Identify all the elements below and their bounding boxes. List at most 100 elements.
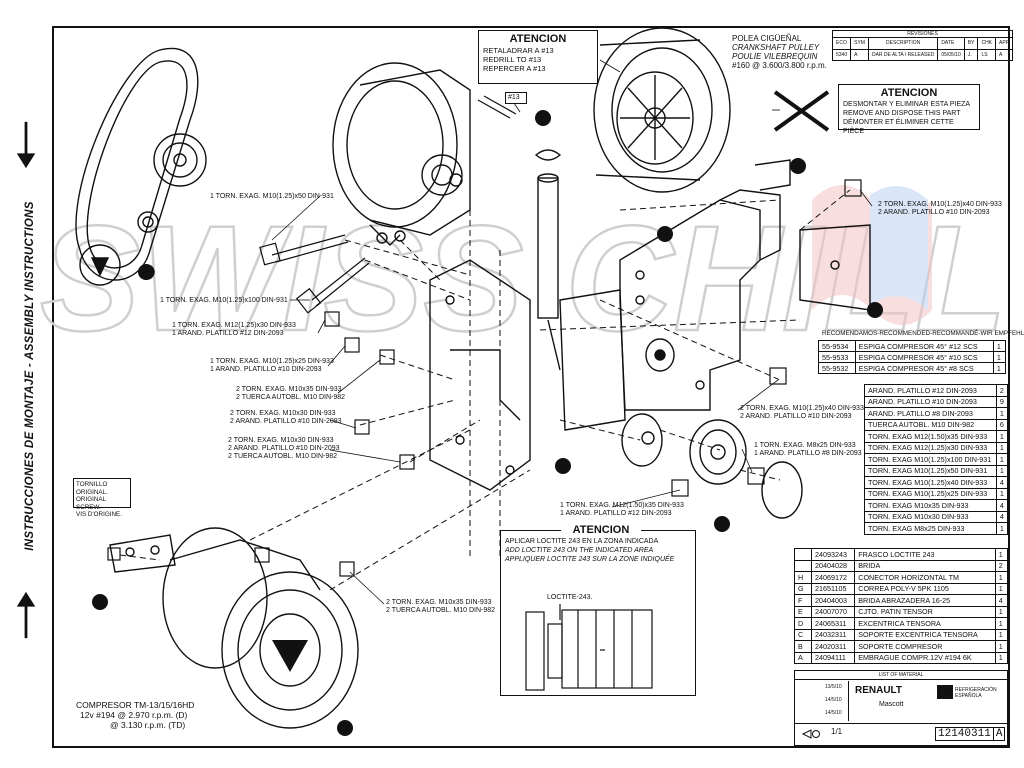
recommended-qty: 1 [992,362,1007,374]
dispose-attention-box: ATENCION DESMONTAR Y ELIMINAR ESTA PIEZA… [838,84,980,135]
revision-header-app: APP [995,37,1014,50]
parts-item: G [794,582,812,595]
parts-desc: CORREA POLY-V 5PK 1105 [854,582,996,595]
hardware-qty: 6 [995,418,1009,431]
parts-code: 24007070 [810,605,856,618]
parts-desc: FRASCO LOCTITE 243 [854,548,996,561]
parts-qty: 1 [994,651,1009,664]
recommended-code: 55-9533 [818,351,856,363]
dispose-line-en: REMOVE AND DISPOSE THIS PART [843,110,961,117]
dispose-line-fr: DÉMONTER ET ÉLIMINER CETTE PIÈCE [843,119,954,135]
part-label-10-line-1: 1 TORN. EXAG. M8x25 DIN-933 [754,442,856,449]
part-label-1-line-1: 1 TORN. EXAG. M10(1.25)x50 DIN-931 [210,193,334,200]
part-label-5-line-2: 2 TUERCA AUTOBL. M10 DIN-982 [236,394,346,401]
title-block-list-label: LIST OF MATERIAL [795,671,1007,680]
part-label-12-line-1: 2 TORN. EXAG. M10x35 DIN-933 [386,599,492,606]
projection-icon [801,729,820,739]
drawing-sheet [52,26,1010,748]
revision-title: REVISIONES [831,30,1014,38]
part-label-6-line-2: 2 ARAND. PLATILLO #10 DIN-2093 [230,418,342,425]
parts-code: 20404028 [810,559,856,572]
compressor-rpm-td: @ 3.130 r.p.m. (TD) [110,720,186,730]
parts-item: D [794,617,812,630]
revision-table: REVISIONES ECO SYM DESCRIPTION DATE BY C… [831,30,1014,61]
apply-line-fr: APPLIQUER LOCTITE 243 SUR LA ZONE INDIQU… [505,556,675,563]
arrow-down-icon [16,121,36,169]
recommended-code: 55-9534 [818,340,856,352]
revision-header-date: DATE [937,37,965,50]
part-label-2-line-1: 1 TORN. EXAG. M10(1.25)x100 DIN-931 [160,297,288,304]
part-label-6-line-1: 2 TORN. EXAG. M10x30 DIN-933 [230,410,336,417]
compressor-model: COMPRESOR TM-13/15/16HD [76,700,195,710]
original-screw-box: TORNILLO ORIGINAL. ORIGINAL SCREW. VIS D… [73,478,131,518]
parts-code: 24065311 [810,617,856,630]
apply-line-en: ADD LOCTITE 243 ON THE INDICATED AREA [505,547,654,554]
parts-desc: BRIDA [854,559,996,572]
original-screw-es: TORNILLO ORIGINAL. [76,481,108,496]
compressor-rpm-d: 12v #194 @ 2.970 r.p.m. (D) [80,710,188,720]
part-label-11-line-2: 1 ARAND. PLATILLO #12 DIN-2093 [560,510,672,517]
hardware-qty: 1 [995,407,1009,420]
hardware-desc: TORN. EXAG M10x30 DIN-933 [864,510,997,523]
part-label-9-line-1: 2 TORN. EXAG. M10(1.25)x40 DIN-933 [740,405,864,412]
revision-chk: LS [977,48,997,61]
hole-tag: #13 [505,92,527,104]
parts-qty: 1 [994,617,1009,630]
parts-code: 21651105 [810,582,856,595]
hardware-desc: ARAND. PLATILLO #8 DIN-2093 [864,407,997,420]
recommended-desc: ESPIGA COMPRESOR 45° #8 SCS [854,362,994,374]
side-instruction-strip: INSTRUCCIONES DE MONTAJE - ASSEMBLY INST… [6,120,50,660]
parts-qty: 1 [994,582,1009,595]
revision-date: 05/05/10 [937,48,965,61]
pulley-line-es: POLEA CIGÜEÑAL [732,34,802,43]
recommended-desc: ESPIGA COMPRESOR 45° #10 SCS [854,351,994,363]
pulley-label: POLEA CIGÜEÑAL CRANKSHAFT PULLEY POULIE … [732,34,827,70]
revision-by: J. [963,48,979,61]
original-screw-en: ORIGINAL SCREW. [76,496,106,511]
hardware-qty: 1 [995,453,1009,466]
part-label-9-line-2: 2 ARAND. PLATILLO #10 DIN-2093 [740,413,852,420]
parts-qty: 1 [994,605,1009,618]
parts-qty: 4 [994,594,1009,607]
title-block-date-2: 14/5/10 [825,697,842,703]
redrill-line-fr: REPERCER A #13 [483,64,546,73]
hardware-qty: 9 [995,395,1009,408]
drawing-number: 12140311 [938,728,991,740]
hardware-qty: 4 [995,499,1009,512]
parts-desc: EXCENTRICA TENSORA [854,617,996,630]
dispose-title: ATENCION [880,87,938,99]
compressor-label: COMPRESOR TM-13/15/16HD 12v #194 @ 2.970… [76,700,194,730]
title-block-company: REFRIGERACIÓN ESPAÑOLA [955,687,997,699]
hardware-desc: ARAND. PLATILLO #12 DIN-2093 [864,384,997,397]
part-label-8-line-1: 2 TORN. EXAG. M10(1.25)x40 DIN-933 [878,201,1002,208]
hardware-desc: TORN. EXAG M12(1.25)x30 DIN-933 [864,441,997,454]
parts-desc: SOPORTE COMPRESOR [854,640,996,653]
parts-qty: 2 [994,559,1009,572]
part-label-7-line-2: 2 ARAND. PLATILLO #10 DIN-2093 [228,445,340,452]
parts-item [794,548,812,561]
revision-header-eco: ECO [831,37,852,50]
arrow-up-icon [16,591,36,639]
revision-header-chk: CHK [977,37,997,50]
recommended-desc: ESPIGA COMPRESOR 45° #12 SCS [854,340,994,352]
pulley-line-fr: POULIE VILEBREQUIN [732,52,818,61]
apply-title: ATENCION [561,524,641,537]
hardware-desc: TORN. EXAG M8x25 DIN-933 [864,522,997,535]
part-label-4-line-1: 1 TORN. EXAG. M10(1.25)x25 DIN-933 [210,358,334,365]
title-block-dates: 13/5/10 14/5/10 14/5/10 [795,681,849,721]
hardware-desc: TUERCA AUTOBL. M10 DIN-982 [864,418,997,431]
recommended-code: 55-9532 [818,362,856,374]
